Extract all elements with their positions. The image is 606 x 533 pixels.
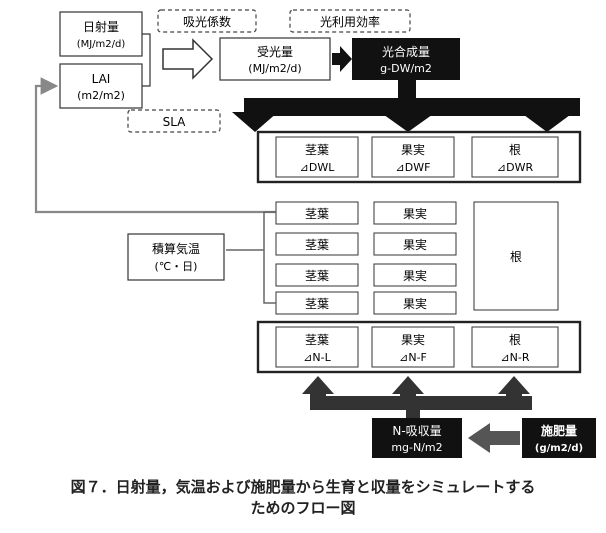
solar-radiation-unit: (MJ/m2/d) [77,39,126,50]
light-use-efficiency-box: 光利用効率 [289,9,411,33]
stem-leaf-stage-1: 茎葉 [305,207,329,221]
lai-unit: (m2/m2) [77,89,125,102]
received-light-box: 受光量 (MJ/m2/d) [219,37,331,81]
growth-fruit-box: 果実 ⊿DWF [371,136,455,178]
absorption-coefficient-box: 吸光係数 [157,9,257,33]
photosynthesis-box: 光合成量 g-DW/m2 [352,38,460,80]
stem-leaf-stage-3: 茎葉 [305,269,329,283]
photosynthesis-unit: g-DW/m2 [380,62,432,75]
nitrogen-stem-leaf-box: 茎葉 ⊿N-L [275,326,359,368]
growth-stem-leaf-name: 茎葉 [305,143,329,157]
stem-leaf-column: 茎葉 茎葉 茎葉 茎葉 [275,201,359,315]
n-uptake-box: N-吸収量 mg-N/m2 [372,418,462,458]
nitrogen-stem-leaf-label: ⊿N-L [303,351,331,364]
received-light-title: 受光量 [257,45,293,59]
lai-box: LAI (m2/m2) [59,63,143,109]
nitrogen-root-name: 根 [509,333,521,347]
fertilizer-arrow [468,423,520,453]
black-arrow-to-photosynthesis [332,46,352,72]
figure-caption-line-1: 図７．日射量，気温および施肥量から生育と収量をシミュレートする [70,478,536,496]
growth-root-label: ⊿DWR [497,161,534,174]
hollow-arrow [162,38,214,80]
fruit-stage-2: 果実 [403,237,427,252]
figure-caption-line-2: ためのフロー図 [250,499,356,517]
stem-leaf-stage-2: 茎葉 [305,238,329,252]
nitrogen-fruit-box: 果実 ⊿N-F [371,326,455,368]
growth-fruit-label: ⊿DWF [396,161,431,174]
accumulated-temperature-title: 積算気温 [152,241,200,256]
root-box: 根 [473,201,559,311]
photosynthesis-title: 光合成量 [382,44,430,59]
growth-root-name: 根 [509,143,521,157]
nitrogen-partition-group: 茎葉 ⊿N-L 果実 ⊿N-F 根 ⊿N-R [256,320,582,374]
received-light-unit: (MJ/m2/d) [248,62,301,75]
fertilizer-title: 施肥量 [541,423,577,438]
nitrogen-fruit-label: ⊿N-F [399,351,427,364]
light-use-efficiency-label: 光利用効率 [320,14,380,29]
growth-stem-leaf-label: ⊿DWL [300,161,336,174]
nitrogen-root-box: 根 ⊿N-R [471,326,559,368]
growth-fruit-name: 果実 [401,142,425,157]
fertilizer-box: 施肥量 (g/m2/d) [522,418,596,458]
nitrogen-fruit-name: 果実 [401,332,425,347]
solar-radiation-title: 日射量 [83,19,119,34]
fertilizer-unit: (g/m2/d) [535,443,583,454]
growth-root-box: 根 ⊿DWR [471,136,559,178]
root-label: 根 [510,250,522,264]
fruit-stage-3: 果実 [403,268,427,283]
accumulated-temperature-unit: (℃・日) [155,260,198,273]
feedback-stem-leaf-to-lai [34,77,276,214]
n-uptake-title: N-吸収量 [392,424,441,438]
nitrogen-distribution-arrows [302,376,532,420]
fruit-stage-1: 果実 [403,206,427,221]
accumulated-temperature-box: 積算気温 (℃・日) [127,233,225,281]
n-uptake-unit: mg-N/m2 [391,441,442,454]
sla-box: SLA [127,109,221,133]
nitrogen-root-label: ⊿N-R [500,351,529,364]
input-bracket [142,33,151,87]
growth-partition-group: 茎葉 ⊿DWL 果実 ⊿DWF 根 ⊿DWR [256,130,582,184]
temperature-bracket [263,211,276,304]
nitrogen-stem-leaf-name: 茎葉 [305,333,329,347]
growth-stem-leaf-box: 茎葉 ⊿DWL [275,136,359,178]
absorption-coefficient-label: 吸光係数 [183,14,231,29]
stem-leaf-stage-4: 茎葉 [305,297,329,311]
sla-label: SLA [163,115,187,129]
solar-radiation-box: 日射量 (MJ/m2/d) [59,11,143,57]
fruit-stage-4: 果実 [403,296,427,311]
fruit-column: 果実 果実 果実 果実 [373,201,457,315]
partition-arrows [232,80,580,132]
lai-title: LAI [92,72,111,86]
